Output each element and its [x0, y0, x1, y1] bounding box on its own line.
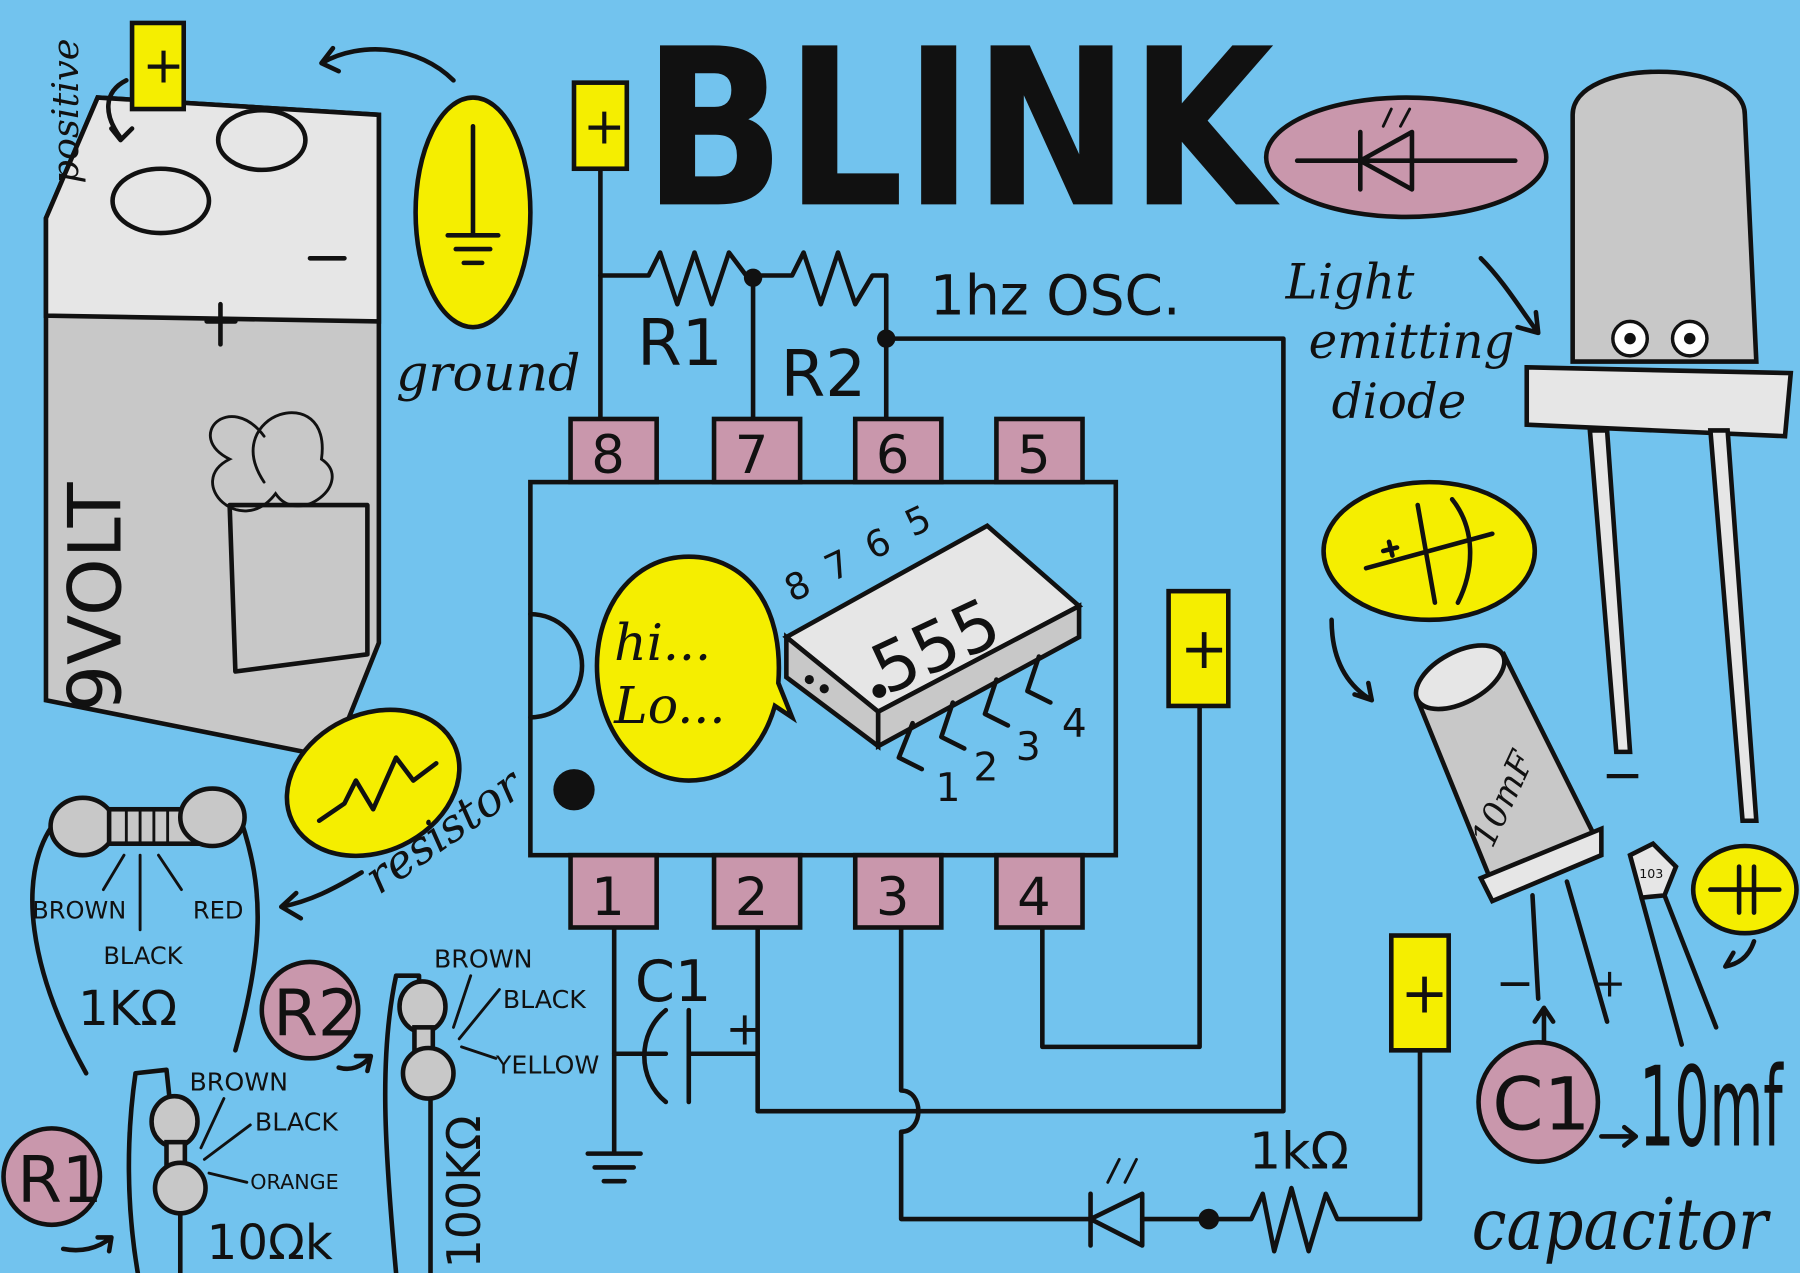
- arrow-icon: [1599, 1124, 1639, 1148]
- svg-text:3: 3: [876, 867, 910, 928]
- resistor-r1-illustration: BROWN BLACK ORANGE 10Ωk: [126, 1067, 339, 1273]
- svg-text:YELLOW: YELLOW: [495, 1050, 599, 1079]
- svg-text:1: 1: [591, 867, 625, 928]
- svg-text:4: 4: [1062, 702, 1087, 747]
- band-label: BLACK: [103, 942, 183, 970]
- r1-value: 10Ωk: [207, 1215, 333, 1271]
- resistor-1k-illustration: BROWN BLACK RED 1KΩ: [30, 786, 260, 1076]
- svg-text:C1: C1: [1492, 1063, 1590, 1148]
- power-tag-led: +: [1388, 933, 1451, 1053]
- pin-1: 1: [568, 852, 659, 930]
- led-resistor-label: 1kΩ: [1249, 1122, 1349, 1181]
- svg-text:Lo...: Lo...: [613, 676, 725, 735]
- power-tag-top: +: [571, 80, 630, 172]
- resistor-value: 1KΩ: [78, 981, 177, 1037]
- pin-7: 7: [711, 416, 803, 486]
- c1-badge: C1: [1476, 1039, 1601, 1164]
- svg-text:ORANGE: ORANGE: [250, 1170, 338, 1194]
- svg-text:7: 7: [735, 425, 769, 486]
- plus-icon: +: [583, 96, 625, 155]
- pin-4: 4: [994, 852, 1085, 930]
- led-illustration: −: [1524, 69, 1794, 824]
- svg-text:hi...: hi...: [614, 613, 711, 672]
- svg-text:3: 3: [1016, 725, 1041, 770]
- capacitor-minus-label: −: [1496, 956, 1534, 1010]
- pin-8: 8: [568, 416, 659, 486]
- battery-positive-tag: +: [106, 20, 187, 143]
- svg-text:2: 2: [735, 867, 769, 928]
- pin-5: 5: [994, 416, 1085, 486]
- svg-text:1: 1: [936, 766, 961, 811]
- ground-badge: ground: [319, 45, 580, 402]
- c1-plus-label: +: [726, 1002, 764, 1056]
- svg-text:6: 6: [876, 425, 910, 486]
- ground-icon: [445, 123, 501, 266]
- arrow-icon: [1478, 255, 1541, 336]
- band-label: BROWN: [32, 896, 126, 924]
- svg-text:R1: R1: [17, 1143, 103, 1218]
- electrolytic-capacitor-illustration: 10mF − +: [1413, 643, 1626, 1047]
- led-label-line3: diode: [1332, 374, 1467, 430]
- led-symbol-badge: [1263, 95, 1549, 220]
- svg-text:103: 103: [1639, 866, 1663, 881]
- pin-2: 2: [711, 852, 803, 930]
- plus-icon: +: [1180, 615, 1228, 682]
- svg-text:5: 5: [1017, 425, 1051, 486]
- c1-schematic-label: C1: [635, 948, 712, 1015]
- capacitor-label: capacitor: [1472, 1183, 1772, 1266]
- svg-text:BLACK: BLACK: [255, 1108, 339, 1137]
- capacitor-plus-label: +: [1593, 961, 1626, 1006]
- svg-text:4: 4: [1017, 867, 1051, 928]
- schematic-wires: [585, 166, 1423, 1254]
- title: BLINK: [643, 3, 1280, 256]
- battery-voltage-label: 9VOLT: [54, 481, 139, 711]
- r2-schematic-label: R2: [781, 337, 867, 412]
- power-tag-pin4: +: [1166, 588, 1231, 709]
- ceramic-capacitor-illustration: 103: [1627, 840, 1799, 1047]
- pin-6: 6: [852, 416, 944, 486]
- svg-text:R2: R2: [273, 976, 359, 1051]
- led-label-line1: Light: [1285, 254, 1415, 310]
- capacitor-symbol-badge: [1321, 479, 1538, 703]
- led-label-line2: emitting: [1309, 314, 1515, 370]
- speech-bubble: hi... Lo...: [594, 554, 797, 783]
- band-label: RED: [193, 896, 244, 924]
- pin-3: 3: [852, 852, 944, 930]
- r2-value: 100KΩ: [437, 1116, 491, 1269]
- capacitor-value: 10mf: [1639, 1044, 1784, 1172]
- svg-text:BROWN: BROWN: [434, 945, 533, 974]
- svg-text:8: 8: [591, 425, 625, 486]
- subtitle: 1hz OSC.: [930, 264, 1181, 328]
- battery-illustration: 9VOLT positive: [43, 38, 382, 761]
- ground-label: ground: [396, 343, 580, 402]
- r2-badge: R2: [259, 959, 374, 1074]
- svg-text:BROWN: BROWN: [189, 1067, 288, 1096]
- r1-badge: R1: [1, 1126, 114, 1254]
- plus-icon: +: [1400, 959, 1448, 1026]
- r1-schematic-label: R1: [637, 306, 723, 381]
- positive-label: positive: [44, 38, 87, 183]
- led-minus-label: −: [1601, 745, 1643, 804]
- svg-text:BLACK: BLACK: [503, 985, 587, 1014]
- resistor-r2-illustration: BROWN BLACK YELLOW 100KΩ: [382, 945, 599, 1273]
- ic-555-package: 8 7 6 5 1 2 3 4 hi... Lo... 555 8 7 6 5 …: [528, 416, 1119, 930]
- plus-icon: +: [142, 36, 184, 95]
- svg-text:2: 2: [973, 746, 998, 791]
